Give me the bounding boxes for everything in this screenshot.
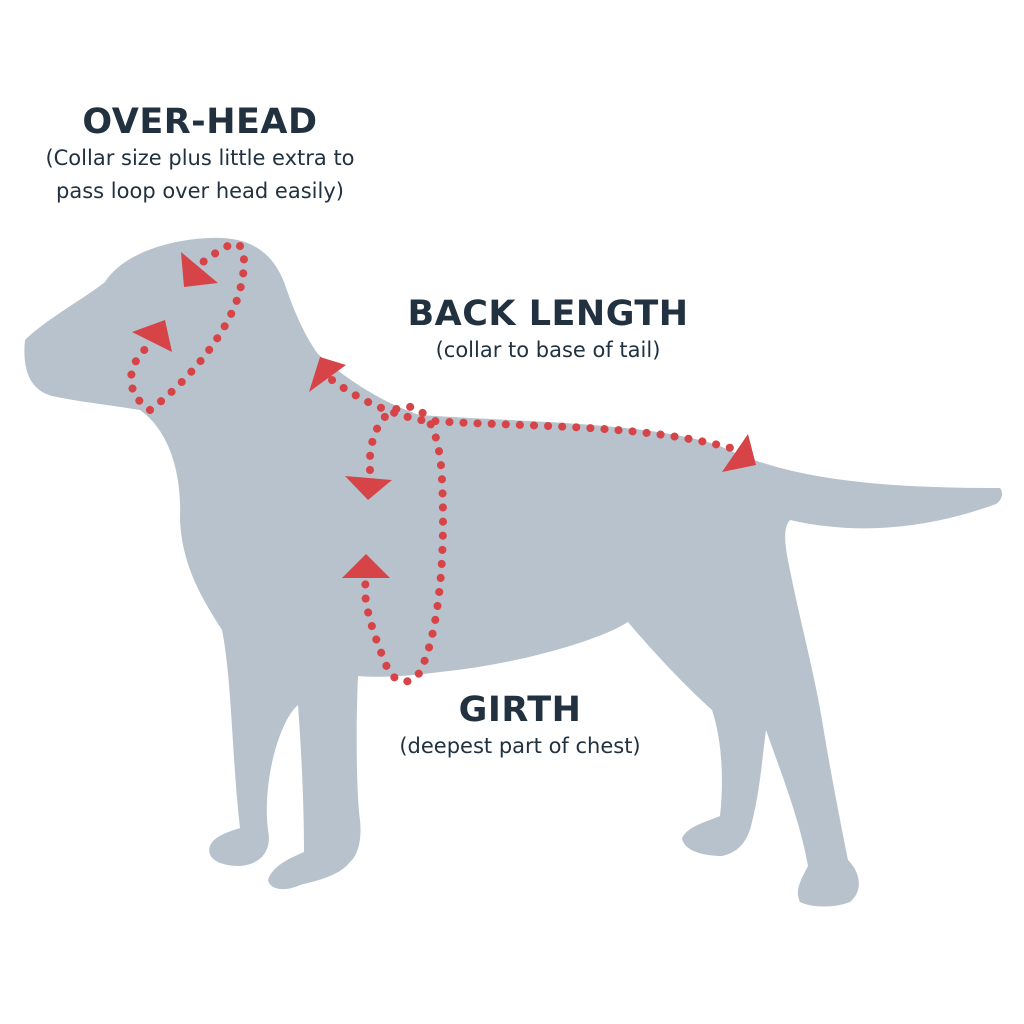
- back-length-label: BACK LENGTH (collar to base of tail): [378, 294, 718, 367]
- girth-title: GIRTH: [458, 690, 582, 730]
- girth-dotted-loop: [361, 402, 447, 686]
- overhead-arrow-lower: [132, 320, 172, 352]
- girth-subtitle: (deepest part of chest): [399, 734, 641, 758]
- back-length-line: [309, 357, 756, 472]
- girth-arrow-up: [342, 554, 390, 578]
- back-length-dotted-line: [328, 376, 742, 454]
- dog-silhouette: [24, 237, 1003, 907]
- overhead-subtitle-line-1: (Collar size plus little extra to: [45, 146, 355, 170]
- girth-label: GIRTH (deepest part of chest): [350, 690, 690, 763]
- overhead-dotted-loop: [127, 239, 248, 414]
- overhead-loop: [127, 239, 248, 414]
- back-length-arrow-start: [309, 357, 346, 392]
- overhead-arrow-upper: [181, 252, 218, 287]
- overhead-label: OVER-HEAD (Collar size plus little extra…: [10, 102, 390, 208]
- dog-body: [24, 237, 1003, 907]
- girth-loop: [342, 402, 447, 686]
- girth-arrow-down: [345, 476, 392, 500]
- back-length-subtitle: (collar to base of tail): [435, 338, 661, 362]
- overhead-subtitle-line-2: pass loop over head easily): [56, 179, 344, 203]
- overhead-title: OVER-HEAD: [82, 102, 318, 142]
- back-length-arrow-end: [722, 434, 756, 472]
- back-length-title: BACK LENGTH: [407, 294, 689, 334]
